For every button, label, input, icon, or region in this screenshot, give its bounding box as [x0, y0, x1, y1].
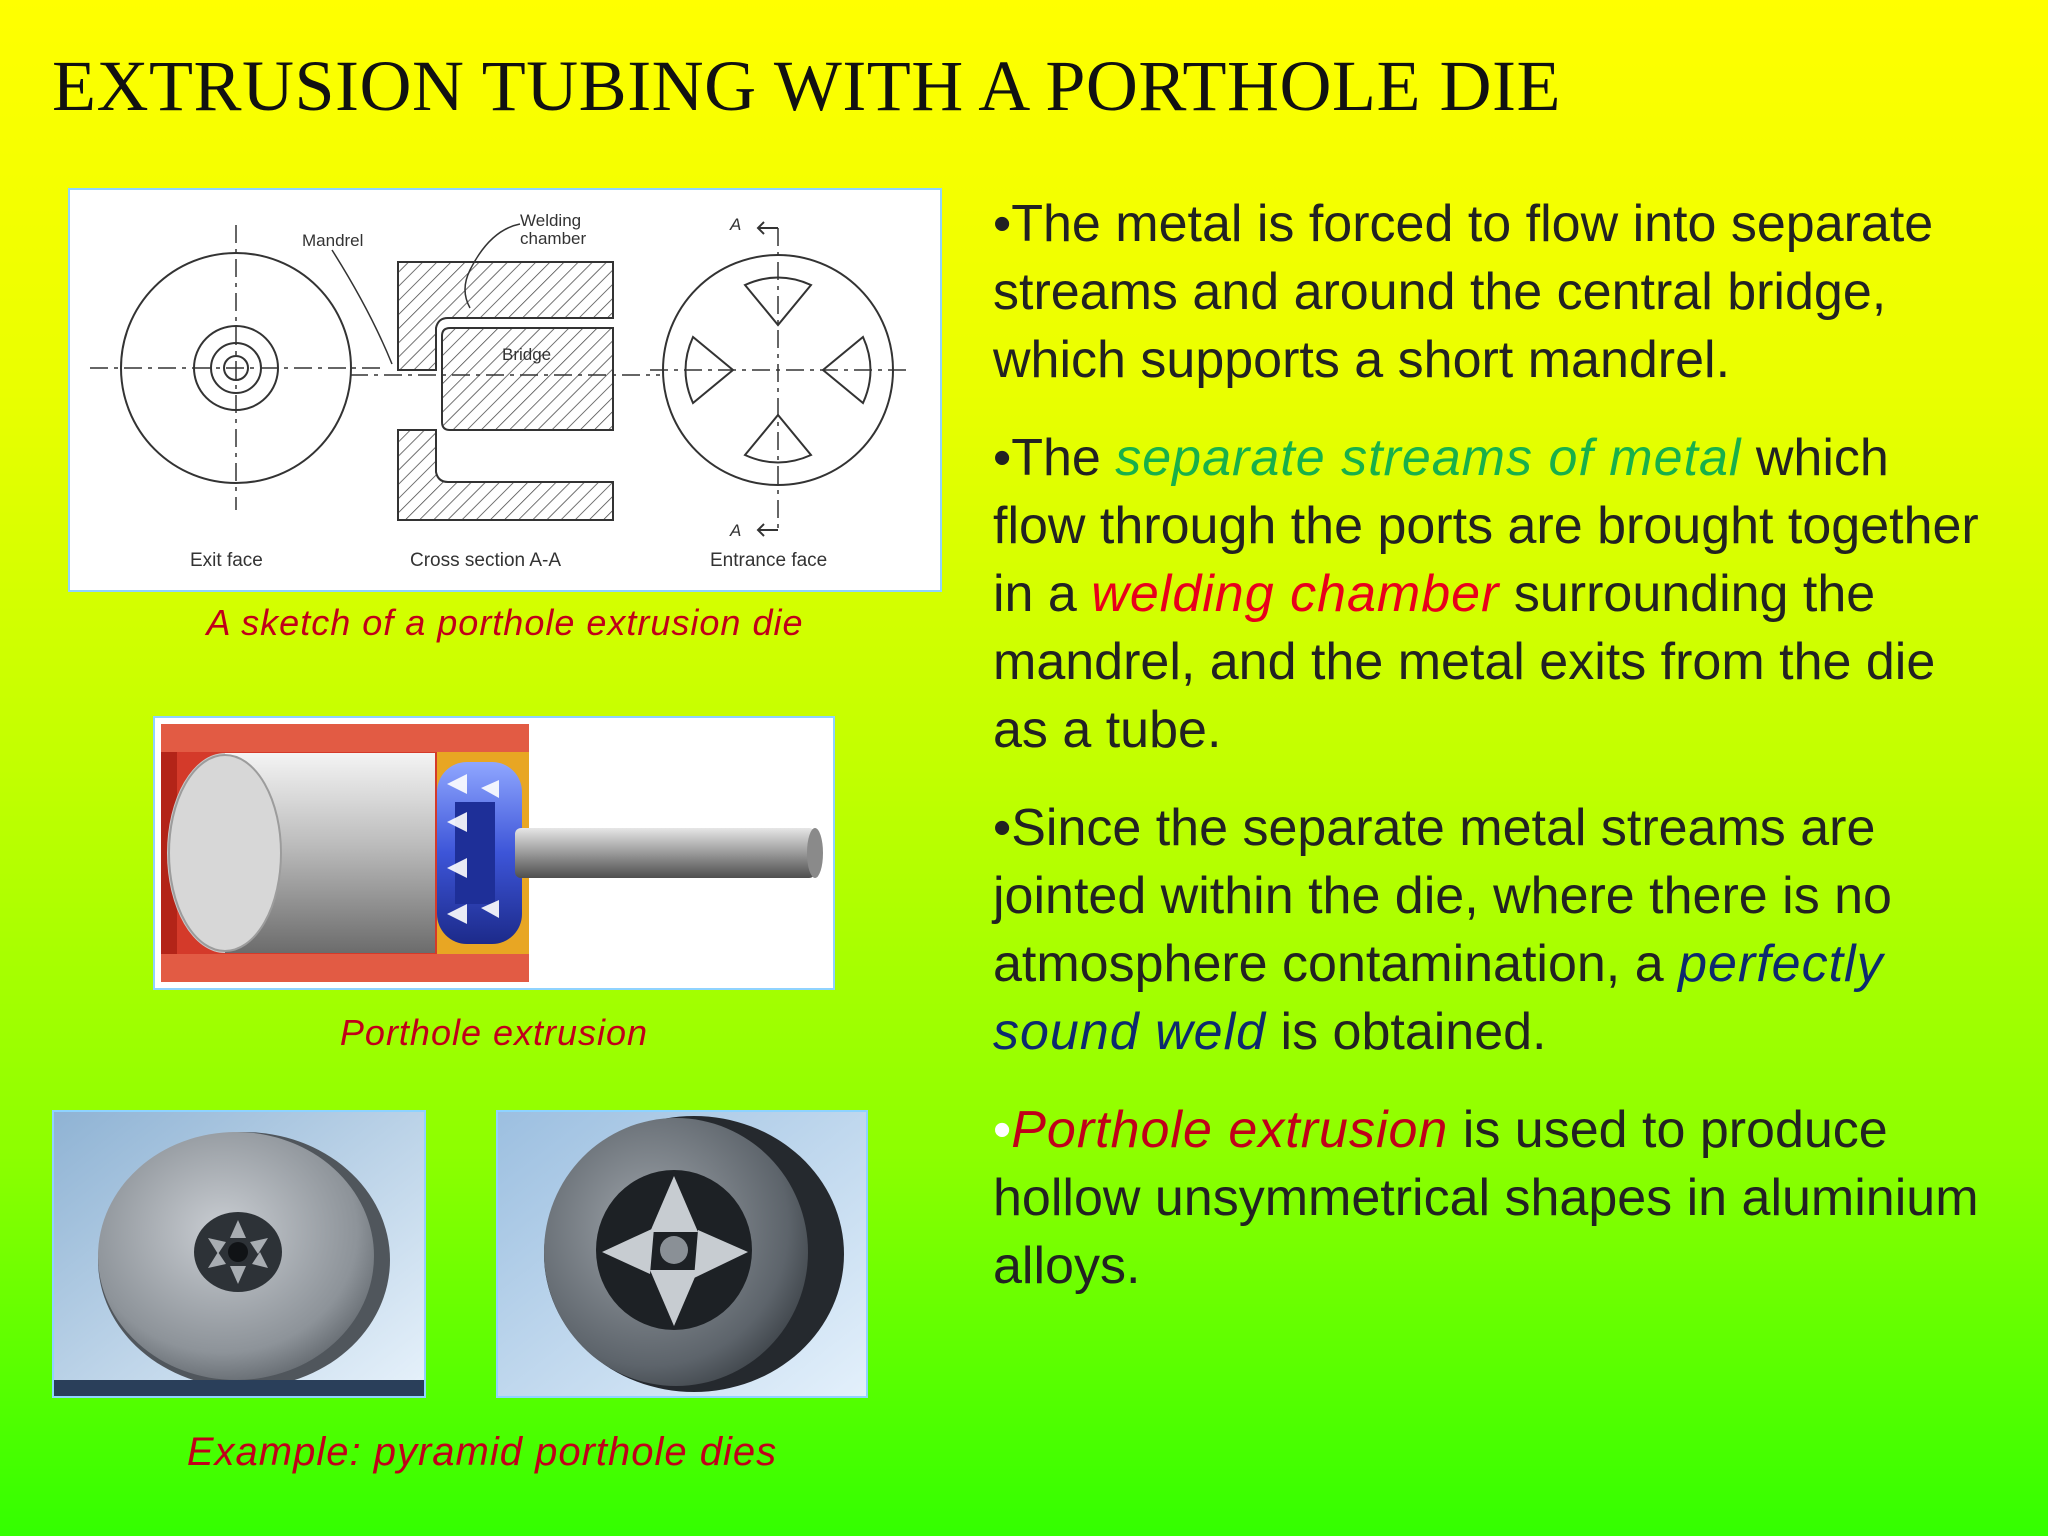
bullet-2-highlight-welding: welding chamber [1091, 565, 1500, 623]
die-photo-left-drawing [54, 1112, 424, 1396]
welding-chamber-label-2: chamber [520, 229, 586, 248]
entrance-face-drawing [650, 221, 910, 537]
bullet-2-mid: which flow through the ports are brought… [993, 429, 1979, 623]
welding-chamber-label: Welding [520, 211, 581, 230]
bullet-2-tail: surrounding the mandrel, and the metal e… [993, 565, 1936, 759]
mandrel-label: Mandrel [302, 231, 363, 250]
porthole-die-sketch: Mandrel Welding chamber Bridge Exit face… [68, 188, 942, 592]
entrance-face-label: Entrance face [710, 550, 827, 571]
bullet-2-highlight-streams: separate streams of metal [1115, 429, 1742, 487]
bullet-3-highlight-weld: perfectly sound weld [993, 935, 1884, 1061]
bullet-item-4: •Porthole extrusion is used to produce h… [993, 1096, 1993, 1300]
sketch-drawing: Mandrel Welding chamber Bridge Exit face… [90, 211, 910, 571]
bullet-4-marker: • [993, 1101, 1012, 1159]
exit-face-drawing [90, 225, 380, 510]
bullet-item-3: •Since the separate metal streams are jo… [993, 794, 1993, 1066]
pyramid-die-photo-right [496, 1110, 868, 1398]
porthole-extrusion-drawing [161, 724, 829, 982]
bullet-list: •The metal is forced to flow into separa… [993, 190, 1993, 1330]
bullet-4-highlight-porthole: Porthole extrusion [1011, 1101, 1449, 1159]
bullet-1-text: •The metal is forced to flow into separa… [993, 195, 1934, 389]
section-mark-bottom: A [729, 521, 741, 540]
porthole-extrusion-illustration [153, 716, 835, 990]
slide-title: EXTRUSION TUBING WITH A PORTHOLE DIE [52, 46, 1561, 126]
pyramid-die-photo-left [52, 1110, 426, 1398]
cross-section-drawing [331, 223, 660, 521]
dies-caption: Example: pyramid porthole dies [186, 1430, 778, 1474]
bullet-item-2: •The separate streams of metal which flo… [993, 424, 1993, 764]
sketch-caption: A sketch of a porthole extrusion die [206, 602, 804, 643]
section-mark-top: A [729, 215, 741, 234]
bridge-label: Bridge [502, 345, 551, 364]
die-photo-right-drawing [498, 1112, 866, 1396]
exit-face-label: Exit face [190, 550, 263, 571]
bullet-item-1: •The metal is forced to flow into separa… [993, 190, 1993, 394]
bullet-2-lead: •The [993, 429, 1116, 487]
bullet-3-lead: •Since the separate metal streams are jo… [993, 799, 1892, 993]
bullet-4-tail: is used to produce hollow unsymmetrical … [993, 1101, 1979, 1295]
bullet-3-tail: is obtained. [1266, 1003, 1547, 1061]
porthole-caption: Porthole extrusion [339, 1012, 649, 1053]
cross-section-label: Cross section A-A [410, 550, 561, 571]
